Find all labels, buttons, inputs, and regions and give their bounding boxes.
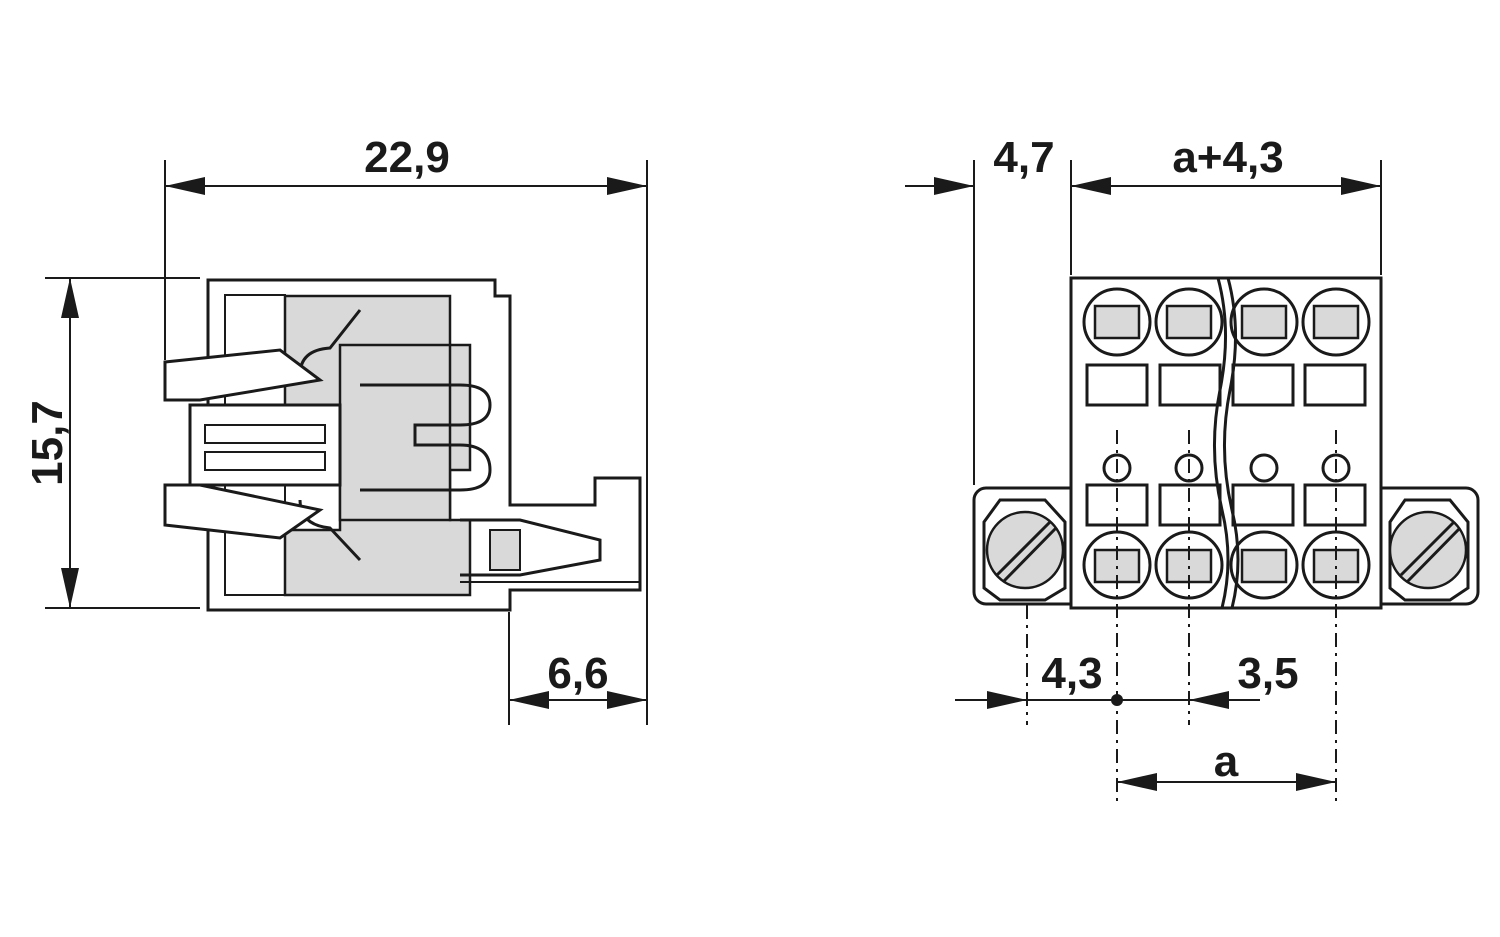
foot-dimension: 6,6: [509, 649, 647, 709]
width-label: 22,9: [364, 133, 450, 182]
span-dimension: a+4,3: [1071, 133, 1381, 195]
foot-label: 6,6: [547, 649, 608, 698]
test-points: [1085, 453, 1367, 527]
bottom-wire-entries: [1082, 530, 1371, 600]
top-wire-entries: [1082, 287, 1371, 357]
side-view: 22,9 15,7 6,6: [23, 133, 648, 725]
front-view: 4,7 a+4,3: [905, 133, 1480, 805]
offset-dimension: 4,3 3,5: [955, 649, 1299, 709]
right-screw-icon: [1388, 498, 1470, 602]
height-label: 15,7: [23, 400, 72, 486]
a-label: a: [1214, 737, 1239, 786]
connector-section: [163, 278, 642, 612]
left-offset-label: 4,7: [993, 133, 1054, 182]
pitch-label: 3,5: [1237, 649, 1298, 698]
width-dimension: 22,9: [165, 133, 647, 195]
height-dimension: 15,7: [23, 278, 79, 608]
a-dimension: a: [1117, 737, 1336, 791]
connector-front: [972, 276, 1480, 610]
left-offset-dimension: 4,7: [905, 133, 1055, 195]
offset-label: 4,3: [1041, 649, 1102, 698]
left-screw-icon: [982, 498, 1067, 602]
release-buttons: [1085, 363, 1367, 407]
span-label: a+4,3: [1172, 133, 1283, 182]
